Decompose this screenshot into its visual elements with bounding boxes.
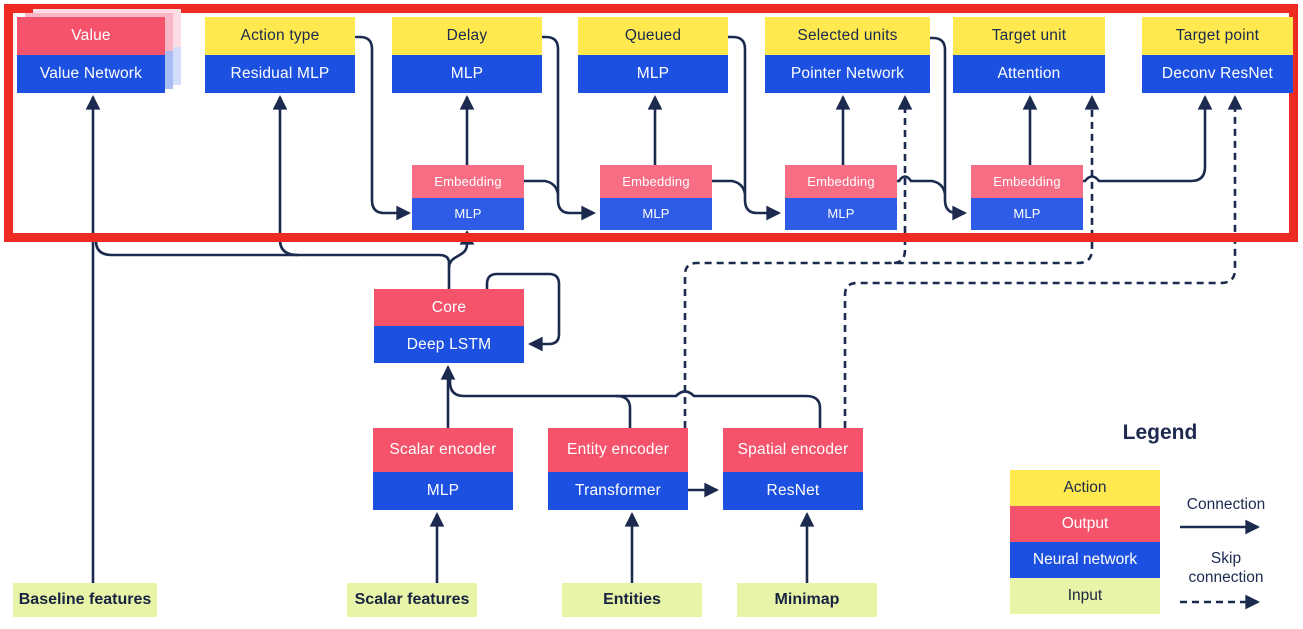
selected-units-network-label: Pointer Network [765,55,930,93]
input-baseline-features: Baseline features [13,583,157,617]
node-value: Value Value Network [17,17,165,93]
target-point-label: Target point [1142,17,1293,55]
node-core: Core Deep LSTM [374,289,524,363]
embedding-1-label: Embedding [412,165,524,198]
embedding-4-label: Embedding [971,165,1083,198]
solid-connections [85,35,1260,583]
node-delay: Delay MLP [392,17,542,93]
input-minimap: Minimap [737,583,877,617]
node-embedding-4: Embedding MLP [971,165,1083,230]
legend-neural-network-swatch: Neural network [1010,542,1160,578]
action-type-label: Action type [205,17,355,55]
value-network-label: Value Network [17,55,165,93]
delay-label: Delay [392,17,542,55]
legend-output-swatch: Output [1010,506,1160,542]
spatial-encoder-label: Spatial encoder [723,428,863,472]
node-selected-units: Selected units Pointer Network [765,17,930,93]
action-type-network-label: Residual MLP [205,55,355,93]
target-unit-network-label: Attention [953,55,1105,93]
spatial-encoder-network-label: ResNet [723,471,863,510]
queued-label: Queued [578,17,728,55]
skip-connections [683,95,1260,610]
node-spatial-encoder: Spatial encoder ResNet [723,428,863,510]
entity-encoder-network-label: Transformer [548,471,688,510]
legend-connection-label: Connection [1186,496,1266,513]
node-embedding-1: Embedding MLP [412,165,524,230]
value-output-label: Value [17,17,165,55]
core-network-label: Deep LSTM [374,326,524,363]
legend-input-swatch: Input [1010,578,1160,614]
selected-units-label: Selected units [765,17,930,55]
legend-skip-connection-label: Skip connection [1188,550,1264,586]
scalar-encoder-label: Scalar encoder [373,428,513,472]
queued-network-label: MLP [578,55,728,93]
scalar-encoder-network-label: MLP [373,471,513,510]
target-point-network-label: Deconv ResNet [1142,55,1293,93]
entity-encoder-label: Entity encoder [548,428,688,472]
embedding-3-label: Embedding [785,165,897,198]
embedding-2-network-label: MLP [600,197,712,230]
embedding-3-network-label: MLP [785,197,897,230]
node-embedding-2: Embedding MLP [600,165,712,230]
node-target-point: Target point Deconv ResNet [1142,17,1293,93]
delay-network-label: MLP [392,55,542,93]
node-target-unit: Target unit Attention [953,17,1105,93]
legend-title: Legend [1122,421,1198,444]
input-entities: Entities [562,583,702,617]
legend-swatches: Action Output Neural network Input [1010,470,1160,614]
node-action-type: Action type Residual MLP [205,17,355,93]
core-label: Core [374,289,524,326]
target-unit-label: Target unit [953,17,1105,55]
embedding-4-network-label: MLP [971,197,1083,230]
node-scalar-encoder: Scalar encoder MLP [373,428,513,510]
legend-action-swatch: Action [1010,470,1160,506]
embedding-2-label: Embedding [600,165,712,198]
input-scalar-features: Scalar features [347,583,477,617]
node-embedding-3: Embedding MLP [785,165,897,230]
node-queued: Queued MLP [578,17,728,93]
node-entity-encoder: Entity encoder Transformer [548,428,688,510]
embedding-1-network-label: MLP [412,197,524,230]
